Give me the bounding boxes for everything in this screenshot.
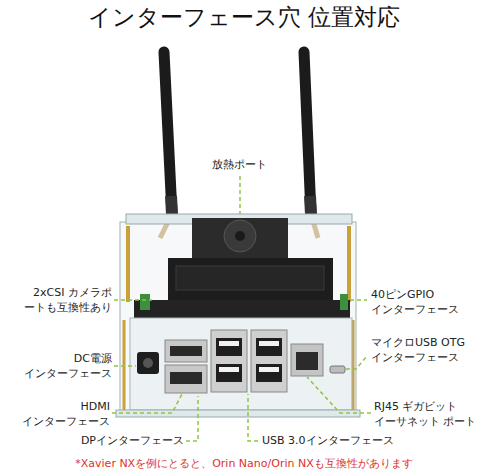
callout-label: マイクロUSB OTG インターフェース	[371, 336, 483, 366]
callout-label: 40ピンGPIO インターフェース	[371, 288, 483, 318]
callout-label: DPインターフェース	[50, 434, 184, 449]
callout-label: 放熱ポート	[212, 158, 267, 173]
callout-label: RJ45 ギガビット イーサネット ポート	[374, 400, 484, 430]
leader-line	[112, 176, 371, 441]
callout-label: 2xCSI カメラポ ートも互換性あり	[2, 286, 112, 316]
title: インターフェース穴 位置対応	[88, 4, 400, 32]
callout-label: USB 3.0インターフェース	[262, 434, 394, 449]
callout-label: DC電源 インターフェース	[2, 352, 112, 382]
antenna	[160, 52, 172, 238]
callout-label: HDMI インターフェース	[2, 400, 110, 430]
caption: *Xavier NXを例にとると、Orin Nano/Orin NXも互換性があ…	[75, 457, 412, 472]
antenna	[304, 52, 318, 238]
